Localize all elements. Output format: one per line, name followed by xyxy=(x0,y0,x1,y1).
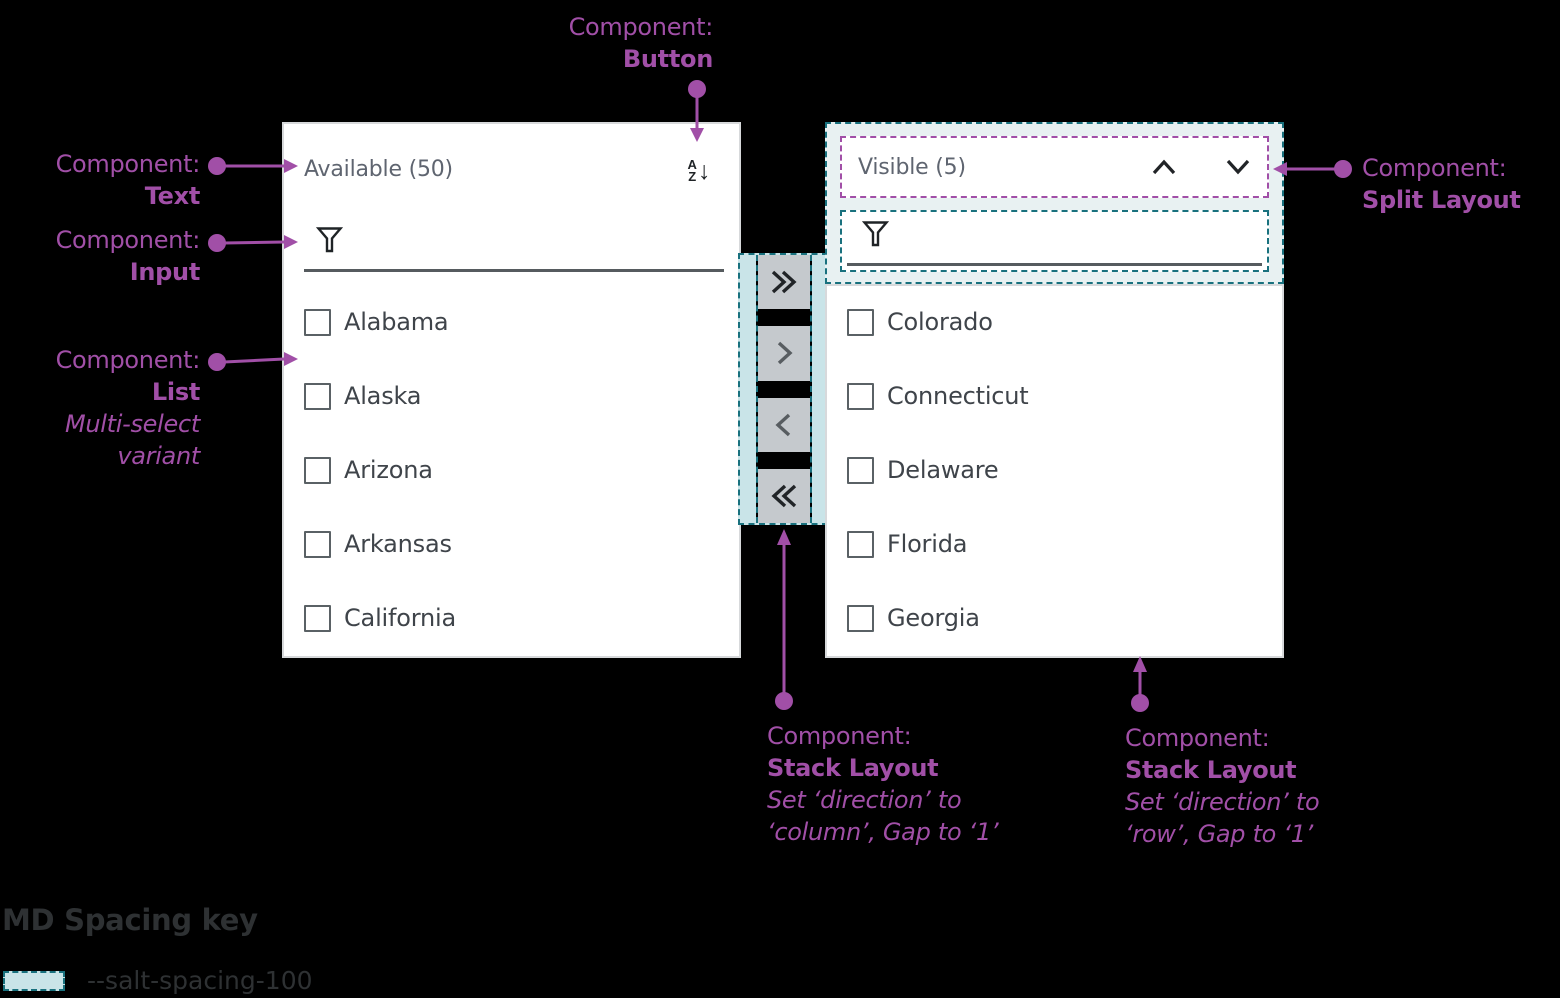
list-item[interactable]: Georgia xyxy=(847,604,980,632)
move-all-left-button[interactable] xyxy=(758,468,810,523)
annotation-variant: Multi-select xyxy=(64,410,200,438)
annotation-note: ‘row’, Gap to ‘1’ xyxy=(1125,820,1314,848)
stack-layout-row-spacing-highlight: Visible (5) xyxy=(825,122,1284,284)
annotation-component-name: Stack Layout xyxy=(767,754,939,782)
annotation-note: ‘column’, Gap to ‘1’ xyxy=(767,818,999,846)
chevron-down-icon xyxy=(1226,159,1250,175)
annotation-component-name: Split Layout xyxy=(1362,186,1521,214)
annotation-split-layout: Component: Split Layout xyxy=(1362,152,1560,216)
transfer-buttons-stack xyxy=(756,255,812,523)
spacing-key-swatch xyxy=(3,971,65,991)
visible-panel-title: Visible (5) xyxy=(858,154,966,180)
checkbox-icon[interactable] xyxy=(304,308,331,336)
chevron-right-icon xyxy=(777,342,793,365)
list-item-label: Florida xyxy=(887,530,968,558)
checkbox-icon[interactable] xyxy=(304,456,331,484)
input-underline xyxy=(847,263,1262,266)
annotation-component-name: Text xyxy=(144,182,201,210)
double-chevron-right-icon xyxy=(771,270,797,294)
annotation-prefix: Component: xyxy=(55,150,201,178)
list-item-label: Connecticut xyxy=(887,382,1029,410)
double-chevron-left-icon xyxy=(771,484,797,508)
annotation-prefix: Component: xyxy=(767,722,912,750)
list-item-label: Colorado xyxy=(887,308,993,336)
annotation-prefix: Component: xyxy=(55,346,201,374)
list-item-label: California xyxy=(344,604,456,632)
input-underline xyxy=(304,269,724,272)
list-item-label: Arizona xyxy=(344,456,433,484)
chevron-left-icon xyxy=(775,413,791,436)
move-right-button[interactable] xyxy=(758,326,810,381)
checkbox-icon[interactable] xyxy=(847,456,874,484)
annotation-variant: variant xyxy=(117,442,200,470)
down-arrow-icon: ↓ xyxy=(697,156,711,185)
arrow-to-stack-column xyxy=(775,529,793,710)
checkbox-icon[interactable] xyxy=(847,604,874,632)
move-all-right-button[interactable] xyxy=(758,255,810,310)
filter-input[interactable] xyxy=(840,210,1269,272)
annotation-list: Component: List Multi-select variant xyxy=(0,344,201,472)
filter-funnel-icon xyxy=(862,221,889,247)
list-item[interactable]: Connecticut xyxy=(847,382,1029,410)
checkbox-icon[interactable] xyxy=(304,530,331,558)
annotation-prefix: Component: xyxy=(1125,724,1270,752)
move-item-down-button[interactable] xyxy=(1215,145,1261,189)
annotation-component-name: Stack Layout xyxy=(1125,756,1297,784)
list-item[interactable]: California xyxy=(304,604,456,632)
spacing-key-title: MD Spacing key xyxy=(2,903,258,937)
annotation-component-name: List xyxy=(151,378,200,406)
list-item[interactable]: Alaska xyxy=(304,382,421,410)
annotation-component-name: Input xyxy=(129,258,201,286)
annotation-input: Component: Input xyxy=(0,224,201,288)
filter-funnel-icon xyxy=(316,227,343,253)
move-left-button[interactable] xyxy=(758,397,810,452)
annotation-prefix: Component: xyxy=(568,13,714,41)
arrow-to-stack-row xyxy=(1131,656,1149,712)
move-item-up-button[interactable] xyxy=(1141,145,1187,189)
available-panel-title: Available (50) xyxy=(304,157,453,182)
az-sort-descending-icon: A Z xyxy=(687,157,697,184)
annotation-stack-layout-column: Component: Stack Layout Set ‘direction’ … xyxy=(767,720,1027,848)
list-item[interactable]: Arkansas xyxy=(304,530,452,558)
arrow-to-split-layout xyxy=(1273,160,1352,178)
visible-list-panel: Visible (5) xyxy=(825,122,1284,658)
available-list-panel: Available (50) A Z ↓ Alabama Alaska xyxy=(282,122,741,658)
filter-input[interactable] xyxy=(304,224,724,272)
sort-az-button[interactable]: A Z ↓ xyxy=(676,150,722,192)
list-item[interactable]: Florida xyxy=(847,530,967,558)
visible-list: Colorado Connecticut Delaware Florida Ge… xyxy=(825,284,1284,658)
checkbox-icon[interactable] xyxy=(304,604,331,632)
annotation-component-name: Button xyxy=(622,45,713,73)
stack-layout-spacing-highlight xyxy=(738,253,828,525)
checkbox-icon[interactable] xyxy=(847,308,874,336)
annotation-prefix: Component: xyxy=(1362,154,1507,182)
chevron-up-icon xyxy=(1152,159,1176,175)
checkbox-icon[interactable] xyxy=(304,382,331,410)
spacing-key-token: --salt-spacing-100 xyxy=(87,966,313,995)
checkbox-icon[interactable] xyxy=(847,530,874,558)
list-item-label: Delaware xyxy=(887,456,999,484)
list-item[interactable]: Delaware xyxy=(847,456,999,484)
annotation-button: Component: Button xyxy=(420,11,714,75)
list-item-label: Georgia xyxy=(887,604,980,632)
annotation-text: Component: Text xyxy=(0,148,201,212)
list-item[interactable]: Colorado xyxy=(847,308,993,336)
annotation-note: Set ‘direction’ to xyxy=(767,786,962,814)
list-item[interactable]: Alabama xyxy=(304,308,449,336)
checkbox-icon[interactable] xyxy=(847,382,874,410)
list-item[interactable]: Arizona xyxy=(304,456,433,484)
split-layout-header: Visible (5) xyxy=(840,136,1269,198)
list-item-label: Alabama xyxy=(344,308,449,336)
annotation-stack-layout-row: Component: Stack Layout Set ‘direction’ … xyxy=(1125,722,1385,850)
list-item-label: Arkansas xyxy=(344,530,452,558)
list-item-label: Alaska xyxy=(344,382,422,410)
annotation-note: Set ‘direction’ to xyxy=(1125,788,1320,816)
annotation-prefix: Component: xyxy=(55,226,201,254)
